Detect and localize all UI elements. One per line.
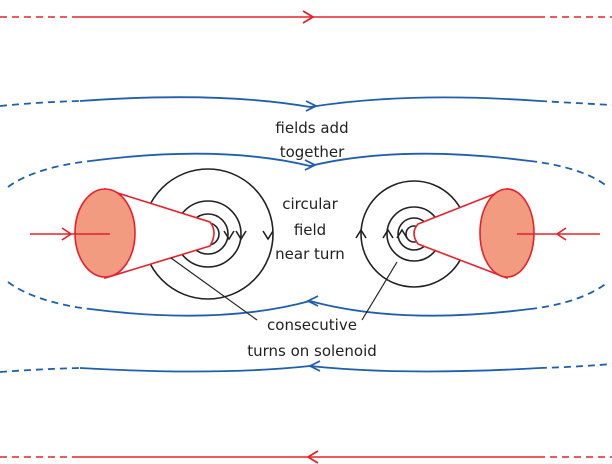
- label-consecutive-line1: consecutive: [267, 316, 357, 334]
- label-circular-line1: circular: [282, 195, 338, 213]
- label-circular-line3: near turn: [275, 245, 345, 263]
- right-solenoid-turn: [413, 187, 535, 280]
- solenoid-field-line-3: [7, 281, 609, 317]
- label-circular-line2: field: [294, 221, 326, 239]
- left-solenoid-turn: [74, 187, 215, 280]
- label-consecutive-line2: turns on solenoid: [247, 342, 377, 360]
- label-fields-add-line2: together: [280, 143, 345, 161]
- solenoid-field-line-2: [7, 152, 609, 188]
- label-fields-add-line1: fields add: [275, 119, 348, 137]
- left-current-arrow: [30, 227, 110, 241]
- right-current-arrow: [517, 227, 600, 241]
- outer-field-line-bottom: [0, 450, 612, 464]
- solenoid-field-line-4: [0, 360, 612, 373]
- solenoid-field-line-1: [0, 96, 612, 112]
- pointer-lines: [170, 257, 398, 321]
- outer-field-line-top: [0, 10, 612, 24]
